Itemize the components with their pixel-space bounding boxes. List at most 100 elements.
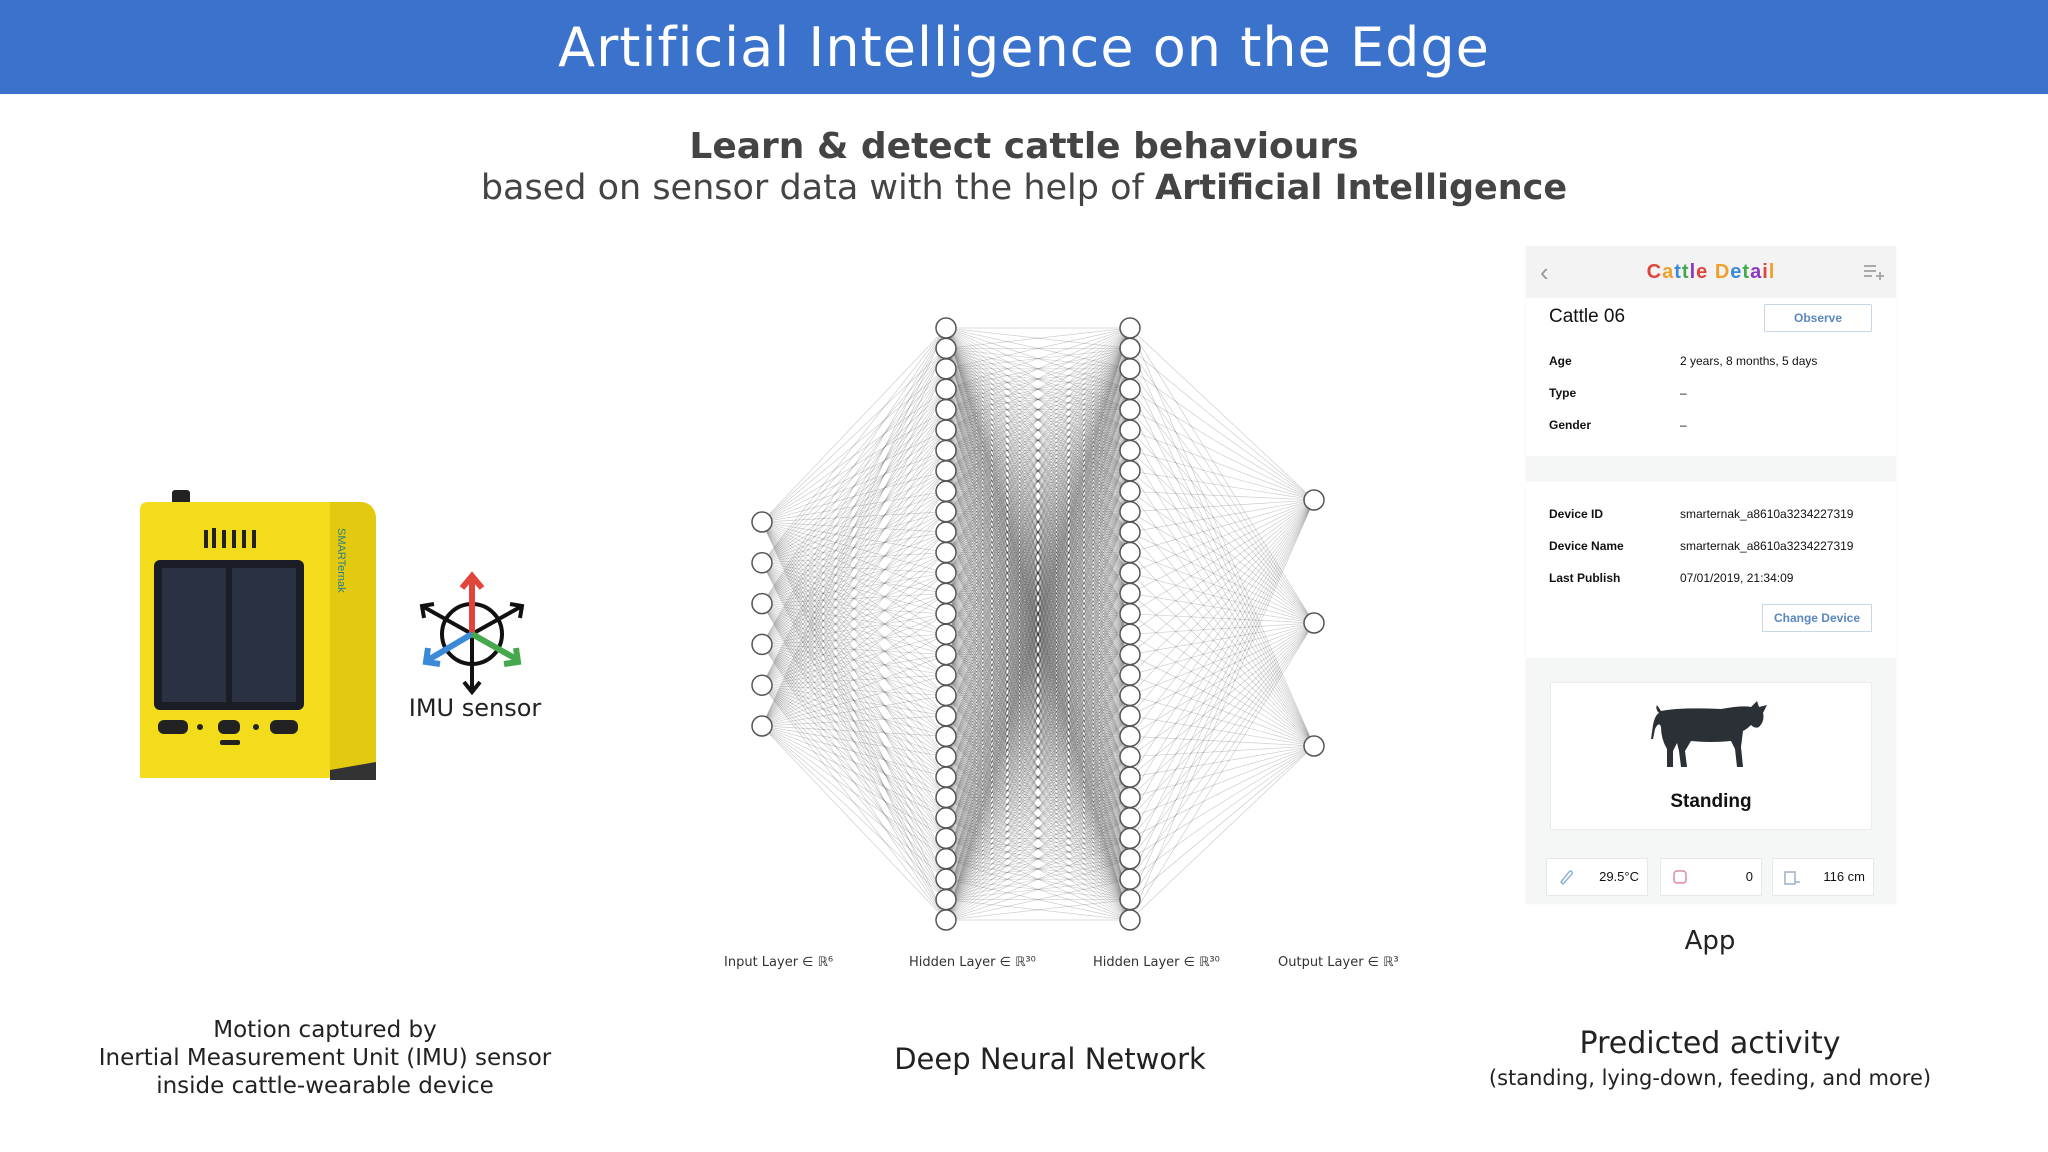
connection-line xyxy=(945,531,1131,737)
connection-line xyxy=(945,348,1131,533)
connection-line xyxy=(945,531,1131,778)
connection-line xyxy=(945,491,1131,819)
connection-line xyxy=(945,409,1131,594)
connection-line xyxy=(945,593,1131,635)
connection-line xyxy=(945,674,1131,758)
connection-line xyxy=(945,348,1131,431)
connection-line xyxy=(945,450,1131,513)
connection-line xyxy=(945,572,1131,880)
connection-line xyxy=(945,491,1131,615)
prediction-caption: Predicted activity xyxy=(1579,1026,1841,1061)
connection-line xyxy=(1129,622,1315,696)
connection-line xyxy=(1129,491,1315,624)
connection-line xyxy=(945,327,1131,614)
connection-line xyxy=(945,531,1131,655)
connection-line xyxy=(945,368,1131,921)
neuron-node xyxy=(1119,827,1141,850)
wearable-device-image: SMARTernak xyxy=(140,490,376,780)
connection-line xyxy=(945,348,1131,900)
connection-line xyxy=(945,511,1131,880)
connection-line xyxy=(945,348,1131,614)
connection-line xyxy=(761,470,947,686)
height-value: 116 cm xyxy=(1823,869,1865,884)
connection-line xyxy=(945,450,1131,676)
connection-line xyxy=(945,409,1131,880)
connection-line xyxy=(945,389,1131,615)
connection-line xyxy=(945,490,1131,533)
connection-line xyxy=(945,674,1131,819)
connection-line xyxy=(945,736,1131,900)
subtitle-prefix: based on sensor data with the help of xyxy=(480,168,1155,208)
connection-line xyxy=(945,552,1131,655)
connection-line xyxy=(945,348,1131,778)
connection-line xyxy=(945,593,1131,757)
connection-line xyxy=(945,572,1131,839)
connection-line xyxy=(761,348,947,686)
connection-line xyxy=(945,593,1131,880)
connection-line xyxy=(945,348,1131,798)
connection-line xyxy=(945,429,1131,819)
connection-line xyxy=(945,572,1131,778)
connection-line xyxy=(761,562,947,757)
neuron-node xyxy=(1119,664,1141,686)
connection-line xyxy=(945,715,1131,839)
neuron-node xyxy=(751,633,773,656)
connection-line xyxy=(945,817,1131,860)
connection-line xyxy=(945,633,1131,717)
connection-line xyxy=(945,613,1131,900)
connection-line xyxy=(761,348,947,523)
connection-line xyxy=(761,521,947,635)
connection-line xyxy=(945,388,1131,553)
connection-line xyxy=(945,756,1131,900)
connection-line xyxy=(761,684,947,798)
connection-line xyxy=(761,562,947,778)
connection-line xyxy=(945,348,1131,635)
connection-line xyxy=(945,613,1131,921)
connection-line xyxy=(945,552,1131,778)
back-arrow-icon[interactable]: ‹ xyxy=(1540,257,1549,287)
connection-line xyxy=(1129,745,1315,880)
connection-line xyxy=(761,429,947,727)
connection-line xyxy=(945,593,1131,717)
connection-line xyxy=(945,450,1131,696)
connection-line xyxy=(945,327,1131,696)
connection-line xyxy=(945,511,1131,798)
playlist-add-icon[interactable] xyxy=(1862,262,1886,282)
connection-line xyxy=(761,644,947,921)
connection-line xyxy=(761,572,947,604)
change-device-button[interactable]: Change Device xyxy=(1762,604,1872,632)
observe-button[interactable]: Observe xyxy=(1764,304,1872,332)
connection-line xyxy=(761,603,947,839)
connection-line xyxy=(945,572,1131,594)
neuron-node xyxy=(935,521,957,543)
neuron-node xyxy=(1119,317,1141,339)
connection-line xyxy=(945,429,1131,717)
connection-line xyxy=(945,470,1131,859)
connection-line xyxy=(945,552,1131,900)
connection-line xyxy=(945,348,1131,512)
connection-line xyxy=(945,756,1131,880)
connection-line xyxy=(945,654,1131,757)
connection-line xyxy=(945,593,1131,737)
connection-line xyxy=(945,531,1131,717)
connection-line xyxy=(945,429,1131,900)
connection-line xyxy=(761,603,947,859)
connection-line xyxy=(945,654,1131,798)
connection-line xyxy=(945,735,1131,798)
connection-line xyxy=(945,429,1131,594)
connection-line xyxy=(945,715,1131,900)
connection-line xyxy=(945,695,1131,819)
connection-line xyxy=(761,633,947,645)
connection-line xyxy=(761,368,947,604)
connection-line xyxy=(945,450,1131,492)
connection-line xyxy=(945,327,1131,614)
connection-line xyxy=(945,388,1131,451)
connection-line xyxy=(761,562,947,798)
connection-line xyxy=(945,613,1131,798)
neuron-node xyxy=(935,888,957,911)
connection-line xyxy=(945,511,1131,594)
connection-line xyxy=(945,633,1131,737)
connection-line xyxy=(945,409,1131,696)
connection-line xyxy=(945,756,1131,798)
connection-line xyxy=(945,654,1131,717)
